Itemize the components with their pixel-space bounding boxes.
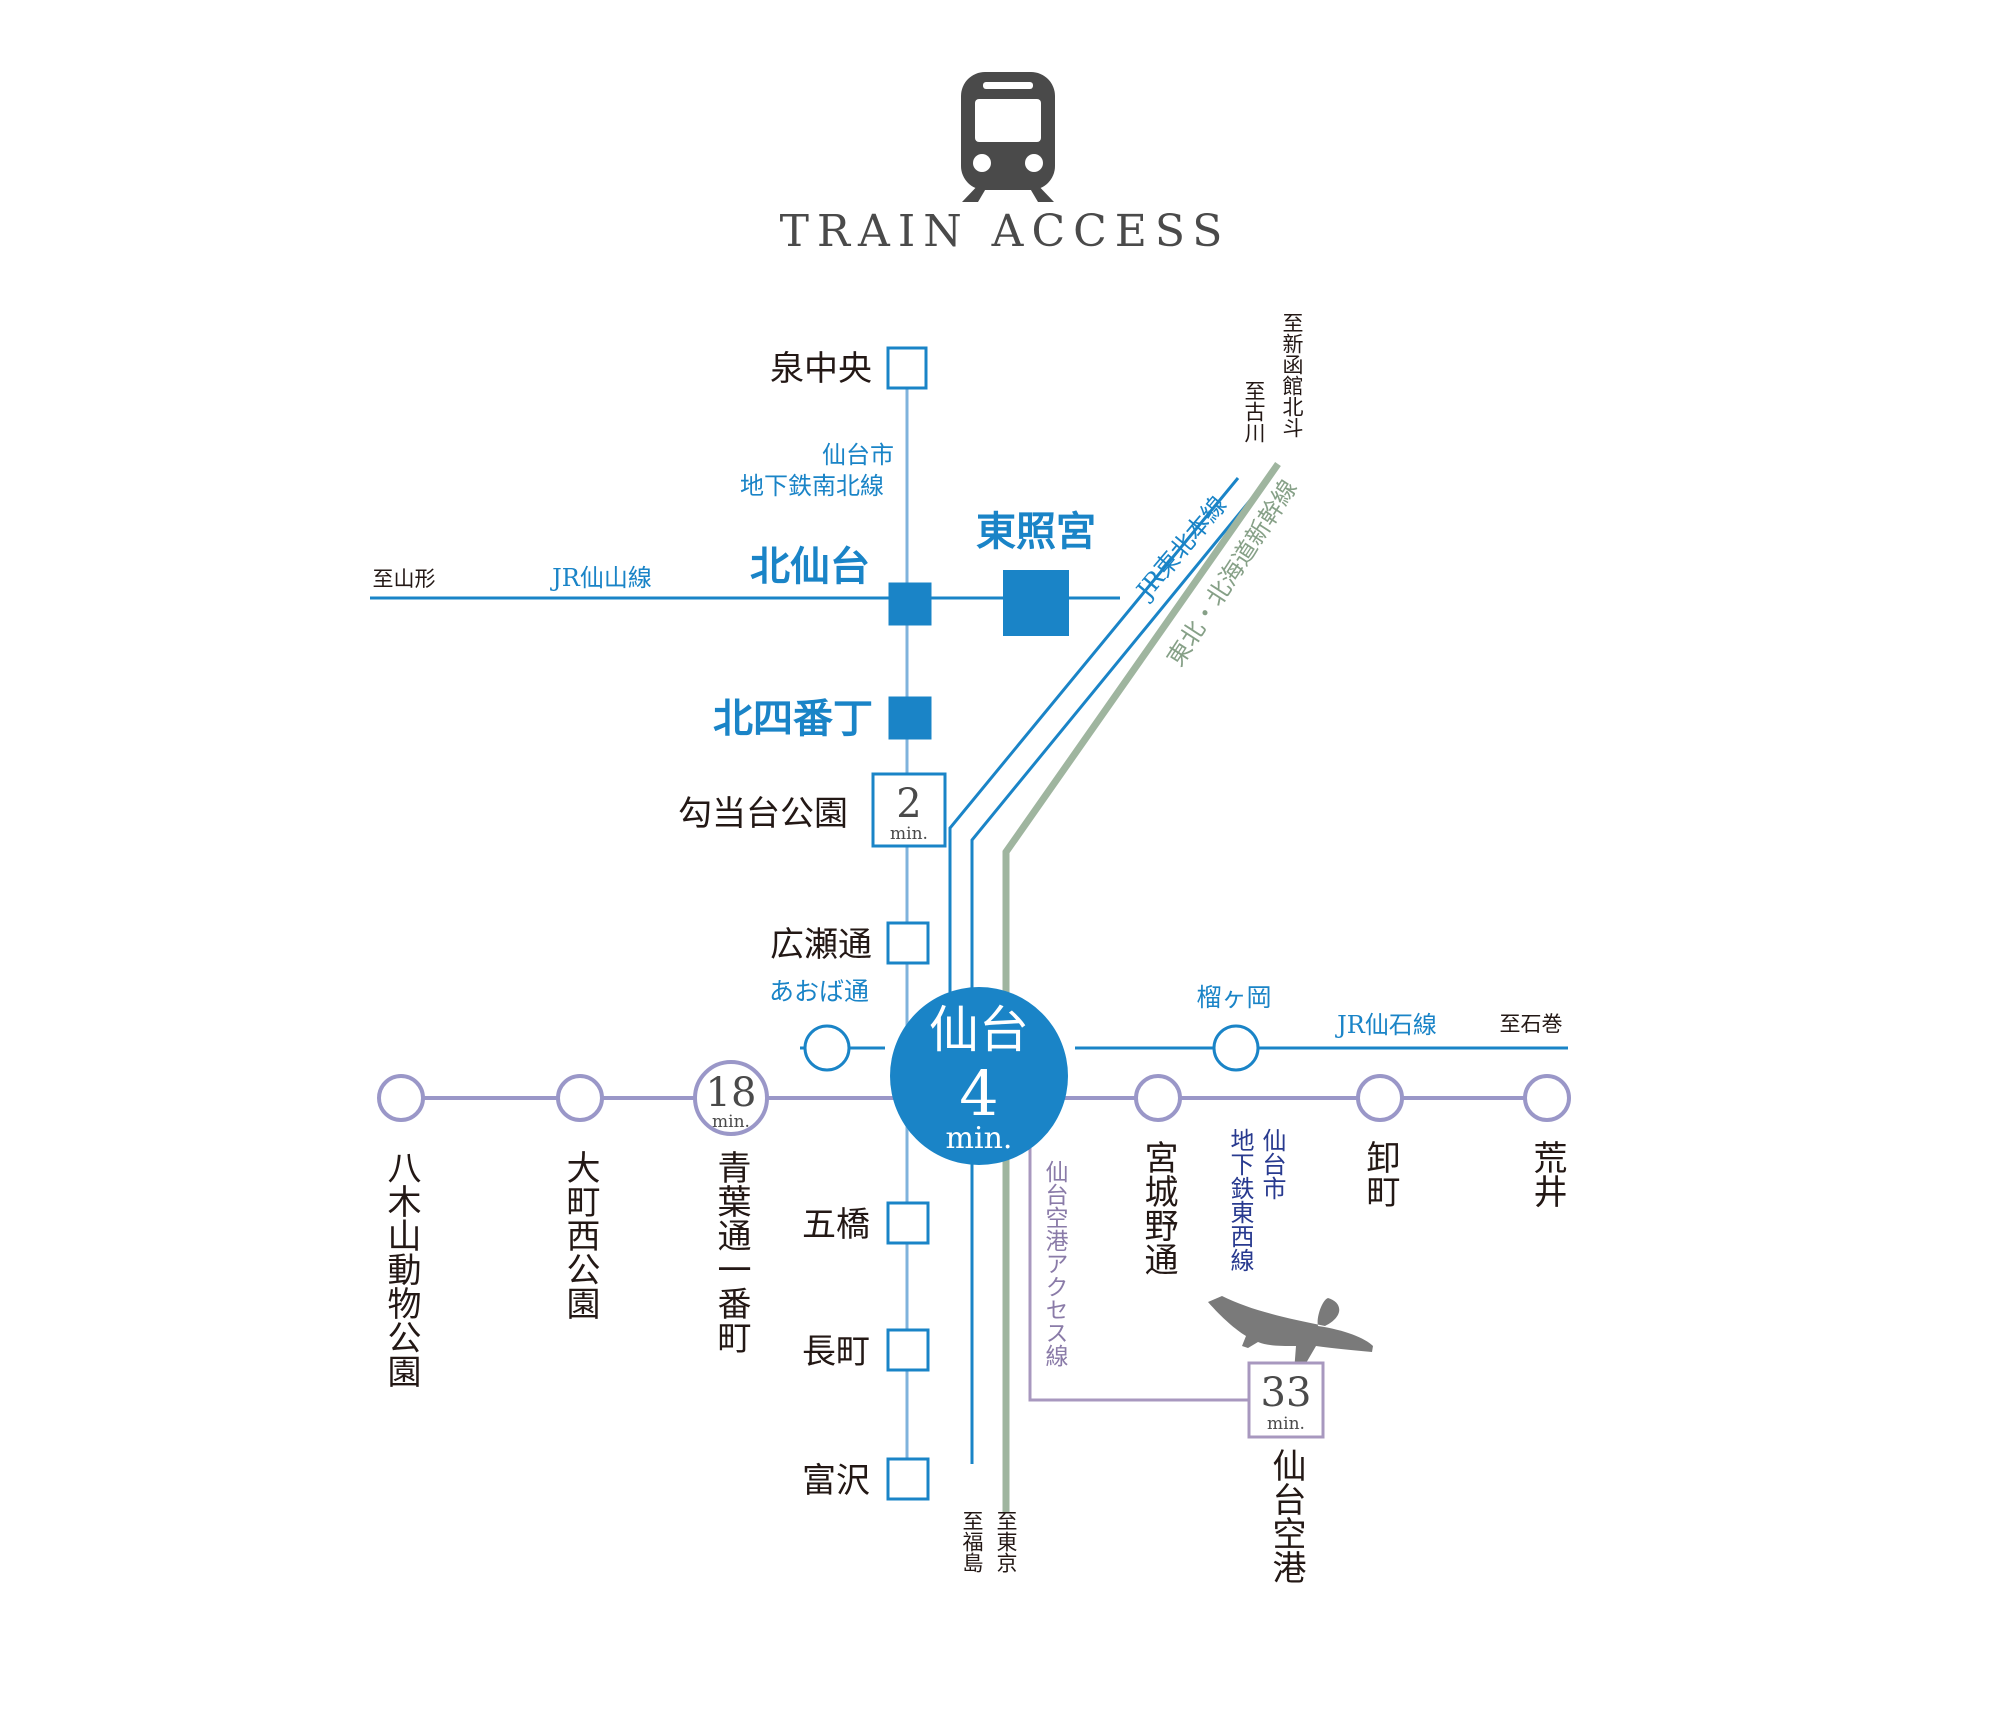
station-sendai: 仙台 xyxy=(929,1001,1029,1059)
station-aoba-dori: あおば通 xyxy=(769,977,869,1006)
dest-shin-hakodate: 至新函館北斗 xyxy=(1280,312,1304,438)
station-oroshimachi: 卸町 xyxy=(1360,1140,1400,1208)
station-marker-oroshimachi xyxy=(1356,1074,1404,1122)
station-kita-yonbancho: 北四番丁 xyxy=(713,695,873,742)
station-miyagino-dori: 宮城野通 xyxy=(1138,1140,1178,1276)
station-marker-aoba-dori xyxy=(803,1024,851,1072)
airplane-icon xyxy=(1208,1296,1373,1372)
station-marker-tomizawa xyxy=(886,1457,930,1501)
senzan-label: JR仙山線 xyxy=(549,564,652,592)
train-icon xyxy=(961,72,1055,202)
dest-furukawa: 至古川 xyxy=(1242,380,1266,443)
tozai-label-2: 地下鉄東西線 xyxy=(1226,1128,1254,1272)
station-tomizawa: 富沢 xyxy=(802,1461,870,1501)
time-sendai-airport-unit: min. xyxy=(1267,1414,1305,1434)
station-marker-kita-yonbancho xyxy=(888,696,932,740)
station-marker-itsutsubashi xyxy=(886,1201,930,1245)
time-kotodai-koen-unit: min. xyxy=(890,824,928,844)
airport-line xyxy=(1028,1140,1248,1402)
senseki-label: JR仙石線 xyxy=(1334,1011,1437,1039)
dest-ishinomaki: 至石巻 xyxy=(1500,1012,1563,1036)
station-marker-sendai xyxy=(890,987,1068,1165)
station-omachi-nishi-koen: 大町西公園 xyxy=(560,1150,600,1320)
station-yagiyama: 八木山動物公園 xyxy=(381,1150,421,1388)
station-marker-yagiyama xyxy=(377,1074,425,1122)
time-sendai-unit: min. xyxy=(946,1121,1013,1156)
time-kotodai-koen: 2 xyxy=(896,781,921,827)
station-tsutsujigaoka: 榴ヶ岡 xyxy=(1196,983,1271,1012)
station-nagamachi: 長町 xyxy=(802,1332,870,1372)
station-itsutsubashi: 五橋 xyxy=(802,1205,870,1245)
dest-tokyo: 至東京 xyxy=(994,1510,1018,1573)
time-aoba-dori-ichibancho: 18 xyxy=(706,1070,757,1116)
airport-line-label: 仙台空港アクセス線 xyxy=(1041,1160,1069,1367)
tohoku-line-b xyxy=(970,491,1259,1464)
station-marker-hirose-dori xyxy=(886,921,930,965)
page-title: TRAIN ACCESS xyxy=(780,206,1231,257)
tozai-label-1: 仙台市 xyxy=(1258,1128,1286,1200)
station-marker-kita-sendai xyxy=(888,582,932,626)
station-kita-sendai: 北仙台 xyxy=(750,543,870,590)
tohoku-line-a xyxy=(948,477,1240,1000)
dest-fukushima: 至福島 xyxy=(960,1510,984,1573)
namboku-label-1: 仙台市 xyxy=(822,441,894,469)
station-marker-arai xyxy=(1523,1074,1571,1122)
station-marker-izumi-chuo xyxy=(886,346,928,390)
station-marker-nagamachi xyxy=(886,1328,930,1372)
dest-yamagata: 至山形 xyxy=(373,567,436,591)
namboku-label-2: 地下鉄南北線 xyxy=(740,472,884,500)
shinkansen-label: 東北・北海道新幹線 xyxy=(1162,475,1303,671)
station-marker-sendai-airport xyxy=(1247,1361,1325,1439)
station-aoba-dori-ichibancho: 青葉通一番町 xyxy=(711,1150,751,1354)
station-hirose-dori: 広瀬通 xyxy=(770,925,872,965)
station-marker-omachi-nishi-koen xyxy=(556,1074,604,1122)
time-sendai-airport: 33 xyxy=(1261,1370,1312,1416)
station-marker-tsutsujigaoka xyxy=(1212,1024,1260,1072)
station-marker-aoba-dori-ichibancho xyxy=(693,1060,769,1136)
station-marker-toshogu xyxy=(1003,570,1069,636)
station-toshogu: 東照宮 xyxy=(976,508,1096,555)
station-sendai-airport: 仙台空港 xyxy=(1266,1448,1306,1584)
station-marker-kotodai-koen xyxy=(871,772,947,848)
time-sendai: 4 xyxy=(959,1057,998,1130)
station-izumi-chuo: 泉中央 xyxy=(770,349,872,389)
station-kotodai-koen: 勾当台公園 xyxy=(678,794,848,834)
station-arai: 荒井 xyxy=(1527,1140,1567,1208)
station-marker-miyagino-dori xyxy=(1134,1074,1182,1122)
time-aoba-dori-ichibancho-unit: min. xyxy=(712,1112,750,1132)
shinkansen-line xyxy=(1002,461,1281,1512)
